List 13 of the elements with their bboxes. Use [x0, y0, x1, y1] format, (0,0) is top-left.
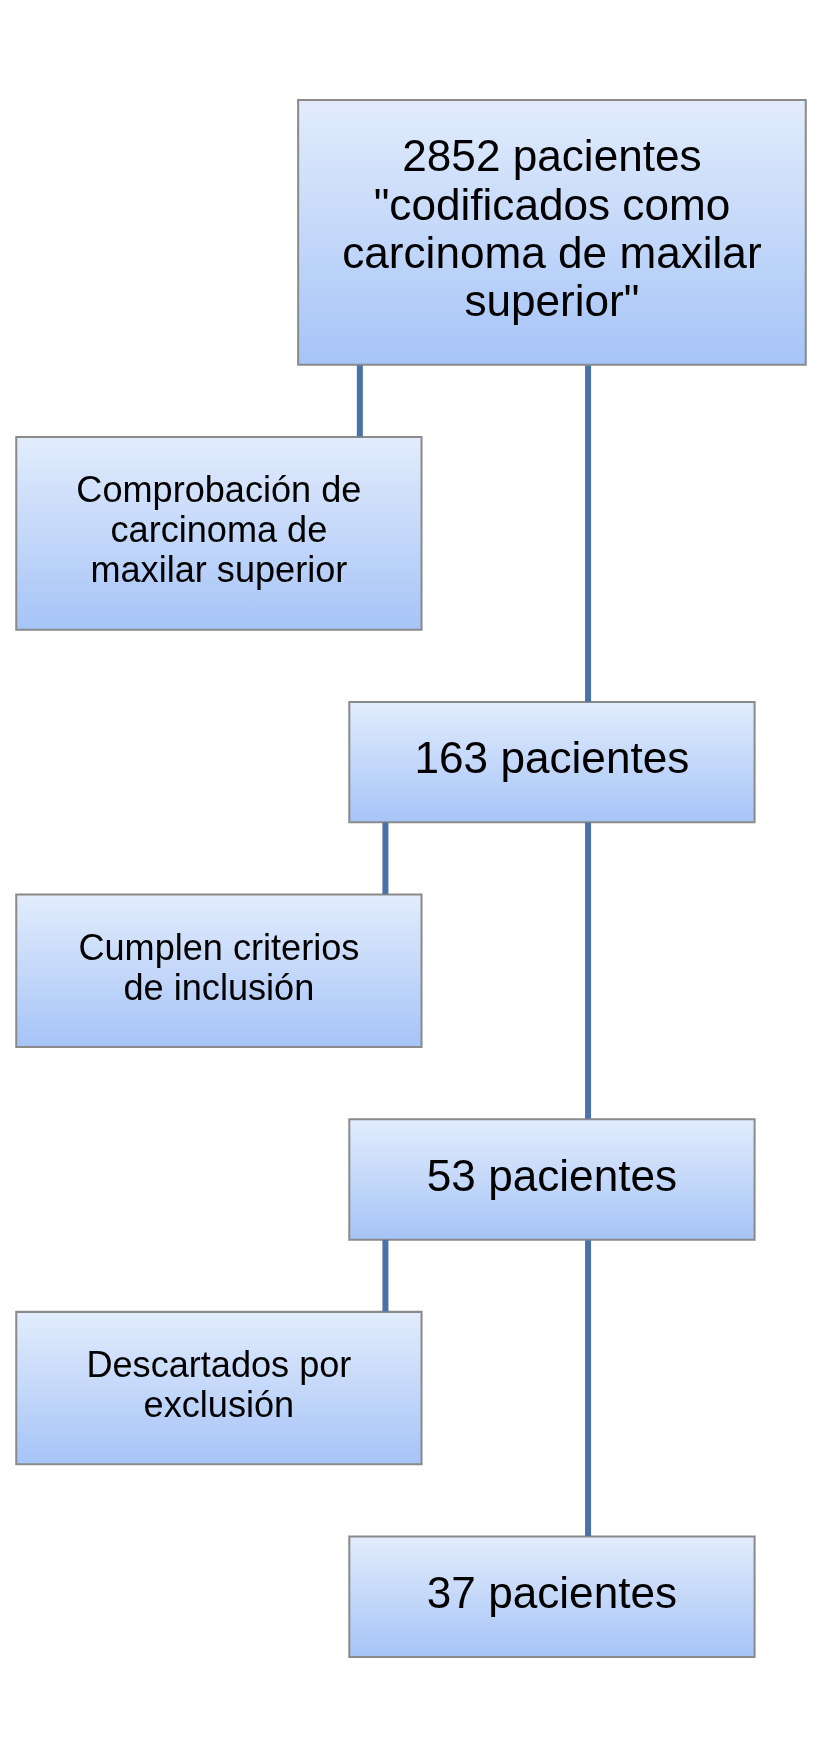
connector: [585, 822, 592, 1119]
node-box: 53 pacientes: [348, 1117, 756, 1241]
connector: [585, 1239, 592, 1536]
node-box: Cumplen criterios de inclusión: [15, 893, 423, 1048]
connector: [382, 1239, 389, 1312]
node-box: 163 pacientes: [348, 700, 756, 823]
connector: [382, 822, 389, 894]
node-box: Comprobación de carcinoma de maxilar superior: [15, 435, 423, 631]
node-box: 37 pacientes: [348, 1535, 756, 1658]
connector: [585, 364, 592, 702]
connector: [356, 364, 363, 436]
node-box: 2852 pacientes "codificados como carcinoma de maxilar superior": [297, 98, 807, 366]
node-box: Descartados por exclusión: [15, 1310, 423, 1465]
